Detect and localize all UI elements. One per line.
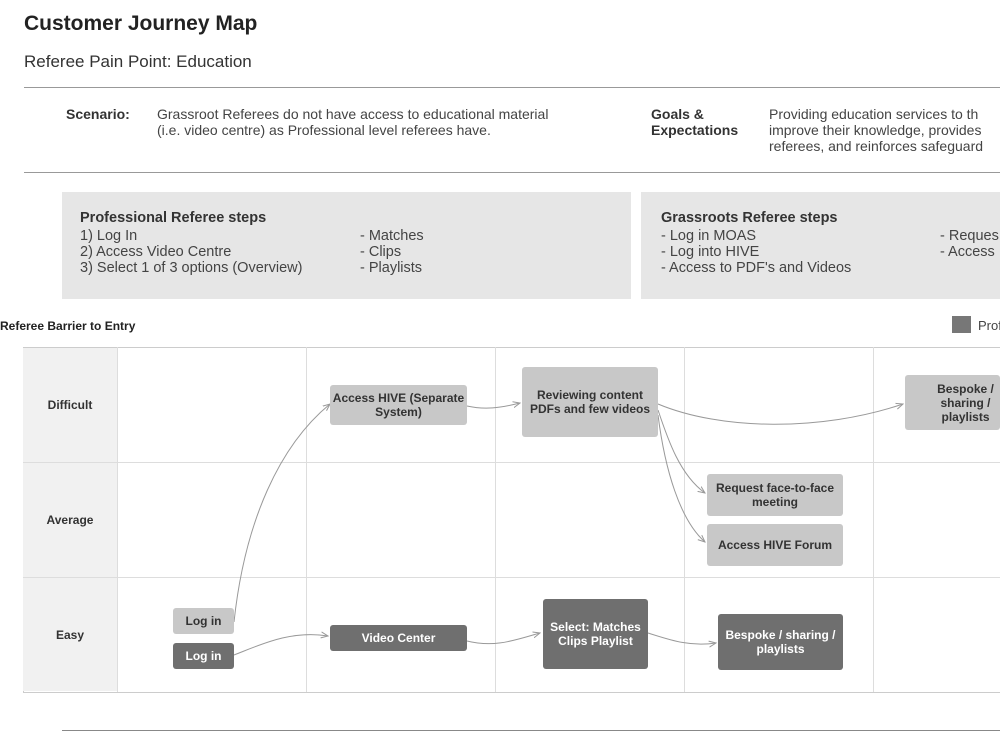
professional-steps-list: 1) Log In 2) Access Video Centre 3) Sele… [80, 228, 302, 276]
legend-swatch [952, 316, 971, 333]
scenario-text-line: (i.e. video centre) as Professional leve… [157, 122, 491, 138]
scenario-text-line: Grassroot Referees do not have access to… [157, 106, 549, 122]
grassroots-steps-panel: Grassroots Referee steps - Log in MOAS -… [641, 192, 1000, 299]
divider-middle [24, 172, 1000, 173]
goals-label-line: Goals & [651, 106, 704, 122]
professional-step: 2) Access Video Centre [80, 244, 232, 260]
node-bespoke-grassroots: Bespoke / sharing / playlists [905, 375, 1000, 430]
arrow-select-to-bespoke [647, 632, 716, 644]
arrow-login-to-video [233, 635, 328, 656]
grassroots-step: - Log into HIVE [661, 244, 760, 260]
grid-column-line [306, 347, 307, 692]
professional-option: - Clips [360, 244, 402, 260]
node-bespoke-professional: Bespoke / sharing / playlists [718, 614, 843, 670]
grid-column-line [117, 347, 118, 692]
arrow-hive-to-reviewing [466, 403, 520, 409]
scenario-text: Grassroot Referees do not have access to… [157, 106, 548, 138]
grassroots-option: - Access [940, 244, 995, 260]
node-select-options: Select: Matches Clips Playlist [543, 599, 648, 669]
arrow-video-to-select [466, 633, 540, 645]
node-login-grassroots: Log in [173, 608, 234, 634]
node-login-professional: Log in [173, 643, 234, 669]
grassroots-steps-heading: Grassroots Referee steps [661, 210, 838, 226]
goals-text: Providing education services to th impro… [769, 106, 1000, 154]
professional-option: - Matches [360, 228, 424, 244]
grid-row-line [23, 577, 1000, 578]
goals-label-line: Expectations [651, 122, 739, 138]
node-access-hive: Access HIVE (Separate System) [330, 385, 467, 425]
node-reviewing-content: Reviewing content PDFs and few videos [522, 367, 658, 437]
barrier-title: Referee Barrier to Entry [0, 319, 136, 333]
goals-text-line: referees, and reinforces safeguard [769, 138, 984, 154]
grassroots-step: - Access to PDF's and Videos [661, 260, 852, 276]
professional-steps-panel: Professional Referee steps 1) Log In 2) … [62, 192, 631, 299]
professional-options-list: - Matches - Clips - Playlists [360, 228, 424, 276]
arrow-login-to-hive [233, 404, 330, 623]
professional-option: - Playlists [360, 260, 423, 276]
grassroots-steps-list: - Log in MOAS - Log into HIVE - Access t… [661, 228, 851, 276]
arrow-reviewing-to-bespoke [657, 404, 903, 425]
arrow-reviewing-to-forum [657, 414, 705, 542]
node-hive-forum: Access HIVE Forum [707, 524, 843, 566]
grassroots-option: - Reques [940, 228, 999, 244]
node-request-meeting: Request face-to-face meeting [707, 474, 843, 516]
professional-steps-heading: Professional Referee steps [80, 210, 267, 226]
goals-text-line: Providing education services to th [769, 106, 979, 122]
row-label-average: Average [23, 463, 118, 577]
goals-text-line: improve their knowledge, provides [769, 122, 982, 138]
node-video-center: Video Center [330, 625, 467, 651]
professional-step: 1) Log In [80, 228, 138, 244]
professional-step: 3) Select 1 of 3 options (Overview) [80, 260, 303, 276]
grassroots-step: - Log in MOAS [661, 228, 757, 244]
grid-column-line [873, 347, 874, 692]
divider-bottom [62, 730, 1000, 731]
goals-label: Goals & Expectations [651, 106, 738, 138]
grid-column-line [684, 347, 685, 692]
grid-row-line [23, 462, 1000, 463]
row-label-difficult: Difficult [23, 348, 118, 462]
divider-top [24, 87, 1000, 88]
page-title: Customer Journey Map [24, 12, 258, 35]
arrow-reviewing-to-request [657, 409, 705, 493]
page-subtitle: Referee Pain Point: Education [24, 52, 252, 71]
grid-column-line [495, 347, 496, 692]
grassroots-options-list: - Reques - Access [940, 228, 999, 260]
legend-label: Prof [978, 318, 1000, 333]
scenario-label: Scenario: [66, 106, 130, 122]
